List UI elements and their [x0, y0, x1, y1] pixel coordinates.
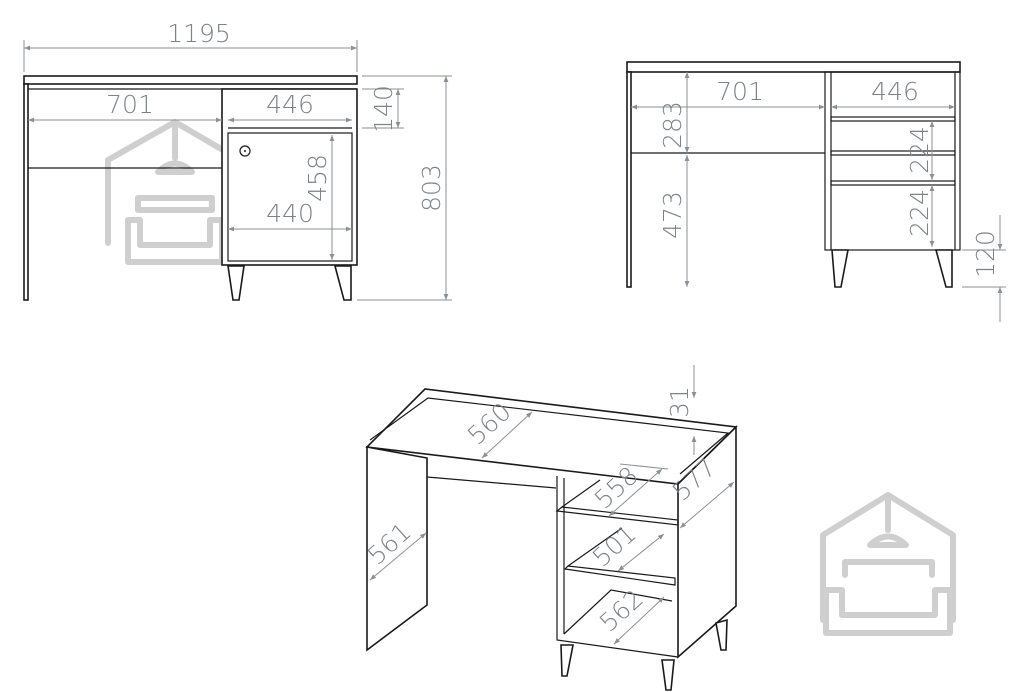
- dim-overall-height: 803: [417, 164, 446, 212]
- dim-overall-width: 1195: [167, 19, 231, 48]
- dim-cabinet-width: 446: [266, 90, 314, 119]
- dim-middle-shelf-depth: 501: [587, 519, 642, 572]
- dim-shelf-height-lower: 224: [905, 189, 934, 237]
- dim-drawer-height: 140: [369, 85, 398, 133]
- dim-knee-width: 701: [106, 90, 154, 119]
- front-view: 1195 701 446 140 803 458 440: [23, 19, 452, 301]
- watermark-logo-left: [105, 119, 243, 265]
- dim-back-knee-width: 701: [716, 77, 764, 106]
- dim-leg-height: 120: [971, 230, 1000, 278]
- dim-door-height: 458: [303, 154, 332, 202]
- dim-bottom-depth: 562: [594, 584, 649, 637]
- dim-rim-height: 31: [665, 386, 694, 418]
- back-view: 701 446 283 473 224 224 120: [626, 61, 1006, 322]
- dim-back-cabinet-width: 446: [871, 77, 919, 106]
- dim-door-width: 440: [266, 199, 314, 228]
- watermark-logo-right: [820, 492, 956, 636]
- dim-upper-height: 283: [658, 101, 687, 149]
- door-knob-icon: [239, 145, 251, 157]
- isometric-view: 560 31 558 577 561 501 562: [362, 365, 738, 691]
- dim-shelf-height-upper: 224: [905, 126, 934, 174]
- dim-lower-height: 473: [658, 191, 687, 239]
